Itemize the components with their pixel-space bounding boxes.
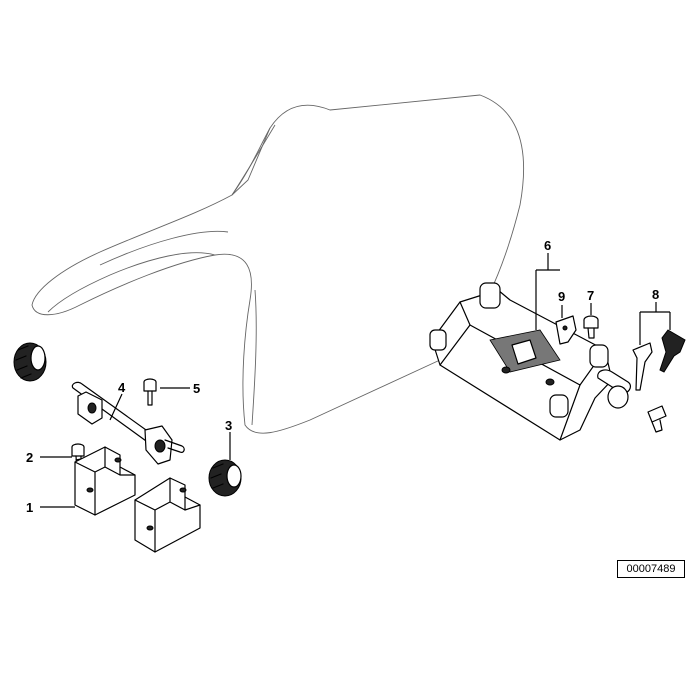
callout-8: 8: [652, 287, 659, 302]
seat-outline: [31, 94, 525, 434]
keys-8: [632, 329, 686, 433]
callout-1: 1: [26, 500, 33, 515]
bracket-2: [134, 477, 201, 553]
knob-left: [13, 342, 47, 382]
callout-2: 2: [26, 450, 33, 465]
callout-3: 3: [225, 418, 232, 433]
callout-9: 9: [558, 289, 565, 304]
knob-3: [208, 459, 242, 497]
lock-carrier: [429, 282, 632, 441]
screw-7: [583, 315, 599, 339]
clip-9: [555, 315, 577, 345]
bracket-1: [74, 446, 136, 516]
callout-7: 7: [587, 288, 594, 303]
callout-4: 4: [118, 380, 126, 395]
leader-lines: [40, 253, 671, 508]
screw-5: [143, 378, 157, 406]
lever-shaft: [71, 381, 185, 465]
callout-5: 5: [193, 381, 200, 396]
callout-6: 6: [544, 238, 551, 253]
reference-number: 00007489: [617, 560, 685, 578]
